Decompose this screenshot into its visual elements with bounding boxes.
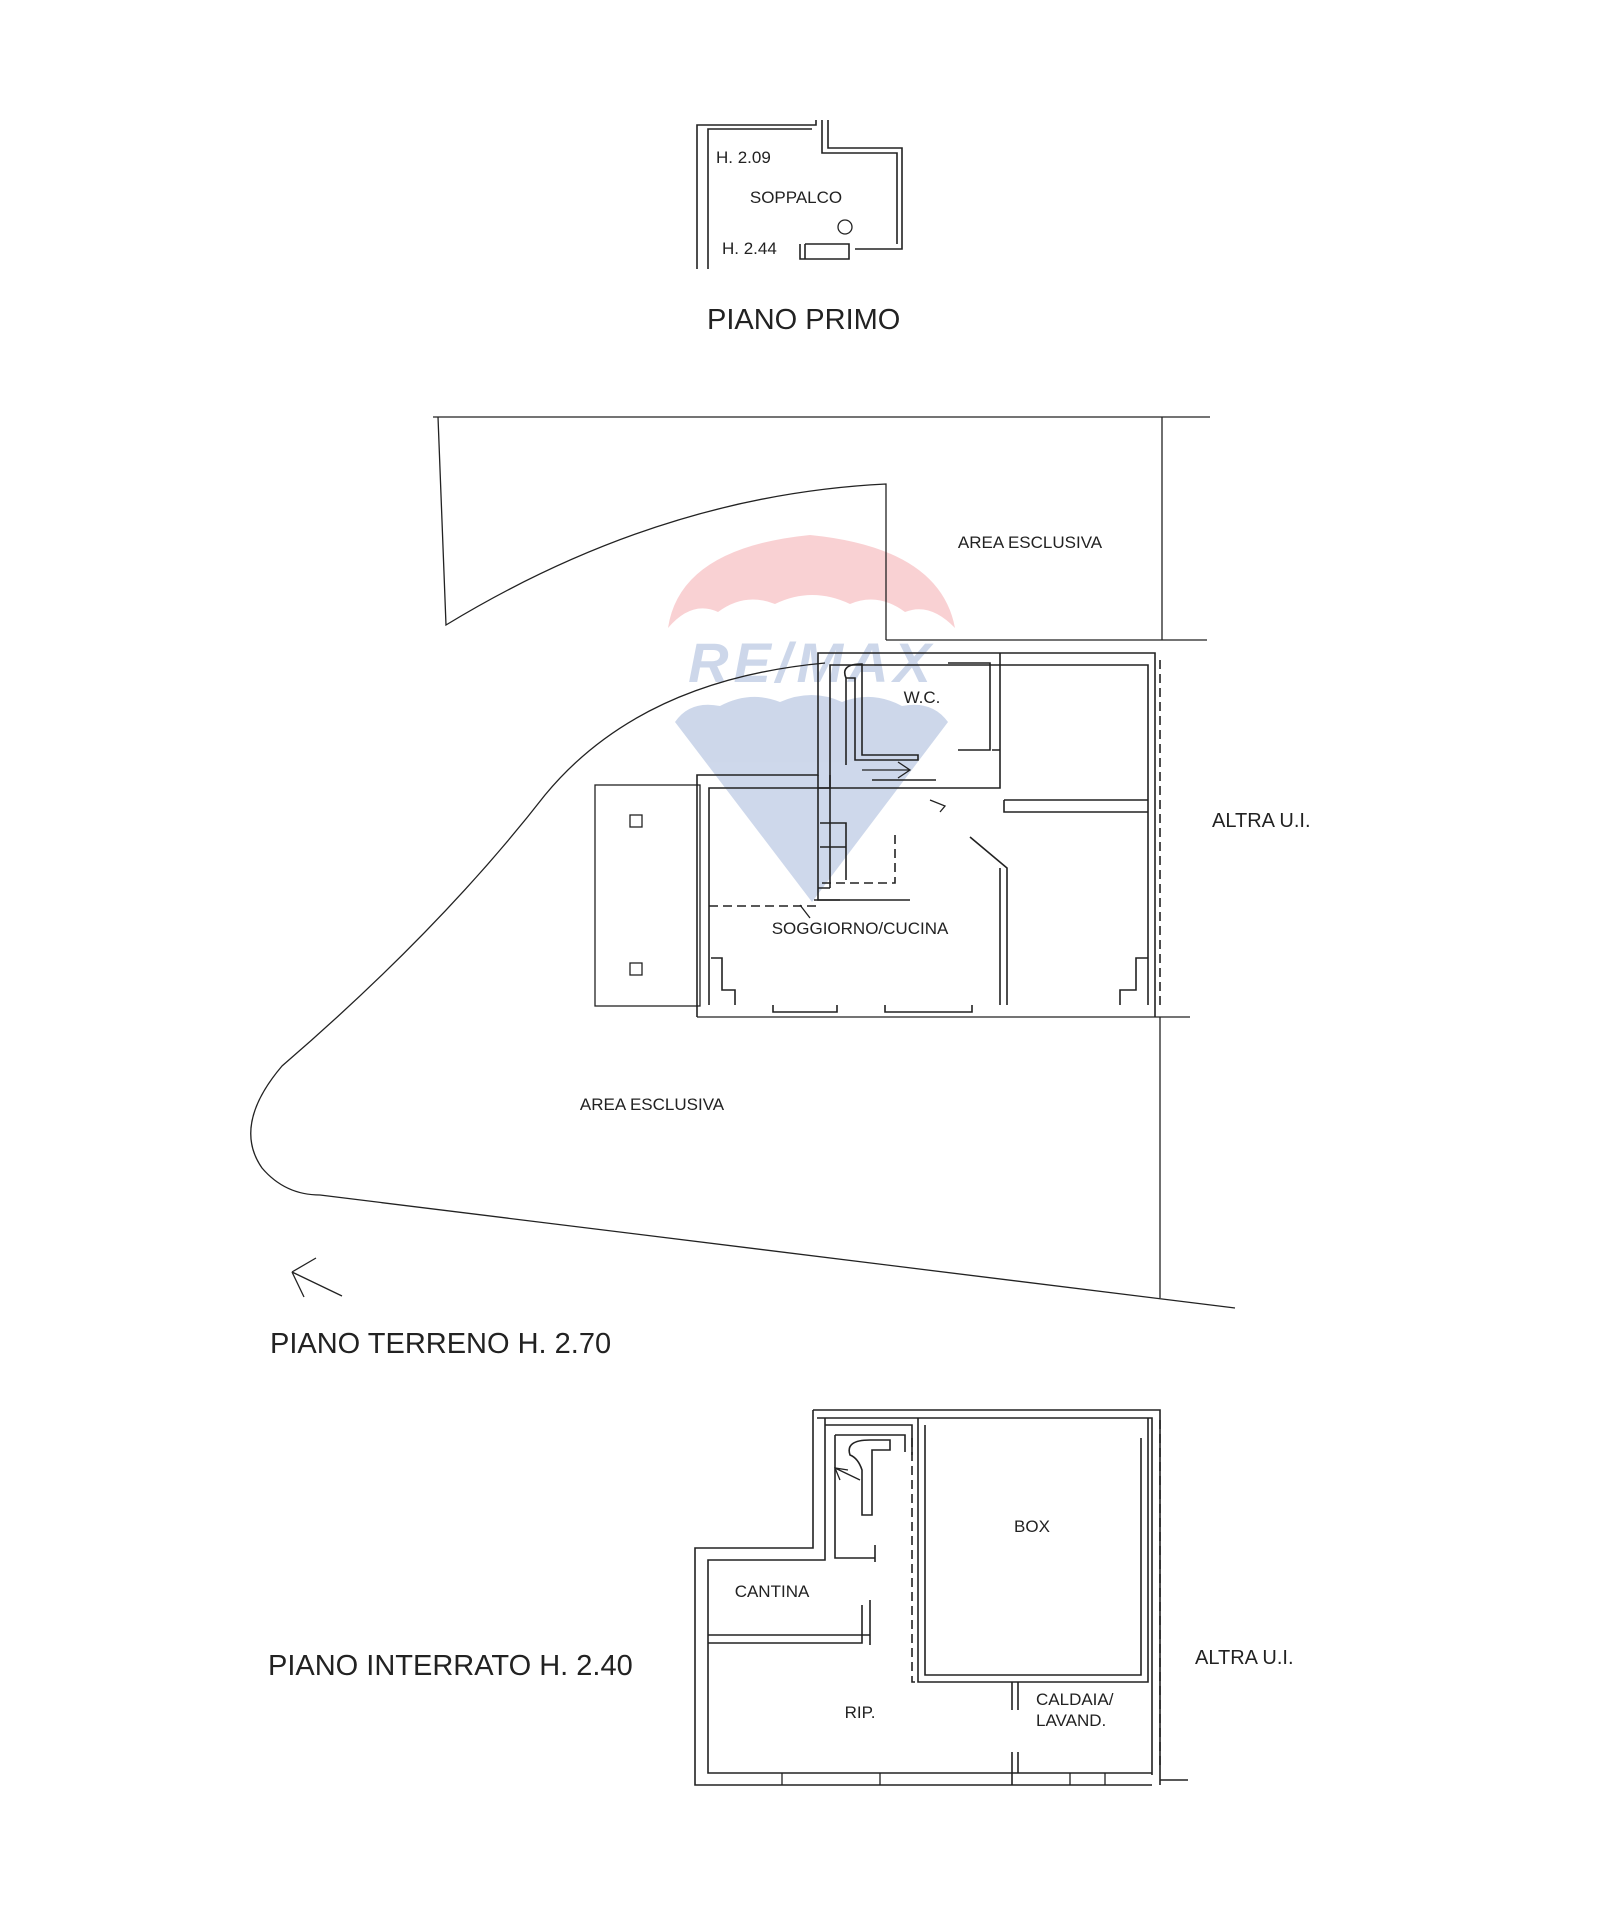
first-floor-plan: H. 2.09 SOPPALCO H. 2.44 PIANO PRIMO (696, 120, 903, 336)
basement-neighbor-label: ALTRA U.I. (1195, 1647, 1294, 1669)
watermark-blue-balloon (675, 695, 948, 902)
first-floor-title: PIANO PRIMO (707, 304, 900, 336)
caldaia-walls (1011, 1682, 1019, 1785)
soppalco-height-upper: H. 2.09 (716, 148, 771, 167)
caldaia-label-line2: LAVAND. (1036, 1711, 1106, 1730)
box-walls (917, 1418, 1149, 1683)
caldaia-label-line1: CALDAIA/ (1036, 1690, 1114, 1709)
wc-walls (818, 653, 1001, 789)
soppalco-label: SOPPALCO (750, 188, 842, 207)
porch-pillar-2 (629, 962, 643, 976)
box-dashed-walls (911, 1420, 1161, 1770)
basement-outer-walls (694, 1409, 1188, 1786)
ground-stair (814, 663, 919, 901)
soppalco-outline (696, 120, 903, 269)
lot-boundary-top (433, 416, 1210, 641)
basement-stair-arrow (833, 1467, 861, 1481)
wc-label: W.C. (904, 688, 941, 707)
ground-floor-plan: W.C. SOGGIORNO/CUCINA AREA ESCLUSIVA ARE… (250, 416, 1311, 1360)
porch-pillar-1 (629, 814, 643, 828)
basement-stair (825, 1424, 913, 1562)
door-swing-1 (929, 799, 947, 813)
remax-watermark: RE/MAX (668, 535, 955, 902)
ground-floor-title: PIANO TERRENO H. 2.70 (270, 1328, 611, 1360)
area-esclusiva-bottom-label: AREA ESCLUSIVA (580, 1095, 725, 1114)
lot-boundary-right (697, 1016, 1190, 1298)
living-dashed-boundary (709, 660, 1161, 1005)
area-esclusiva-top-label: AREA ESCLUSIVA (958, 533, 1103, 552)
cantina-walls (708, 1600, 871, 1645)
living-kitchen-label: SOGGIORNO/CUCINA (772, 919, 949, 938)
basement-title: PIANO INTERRATO H. 2.40 (268, 1650, 633, 1682)
lot-boundary-curve (250, 662, 1236, 1309)
soppalco-height-lower: H. 2.44 (722, 239, 777, 258)
basement-wall-ticks (781, 1773, 1106, 1785)
watermark-text: RE/MAX (688, 631, 936, 694)
north-arrow-icon (291, 1257, 343, 1298)
apartment-outer-walls (696, 652, 1156, 1017)
stair-arrow (862, 761, 912, 779)
rip-label: RIP. (845, 1703, 876, 1722)
porch-outline (594, 784, 701, 1007)
basement-plan: BOX CANTINA RIP. CALDAIA/ LAVAND. ALTRA … (268, 1409, 1294, 1786)
door-swing-2 (799, 904, 811, 919)
box-label: BOX (1014, 1517, 1050, 1536)
soppalco-column (837, 219, 853, 235)
watermark-red-balloon (668, 535, 955, 628)
cantina-label: CANTINA (735, 1582, 810, 1601)
ground-neighbor-label: ALTRA U.I. (1212, 810, 1311, 832)
